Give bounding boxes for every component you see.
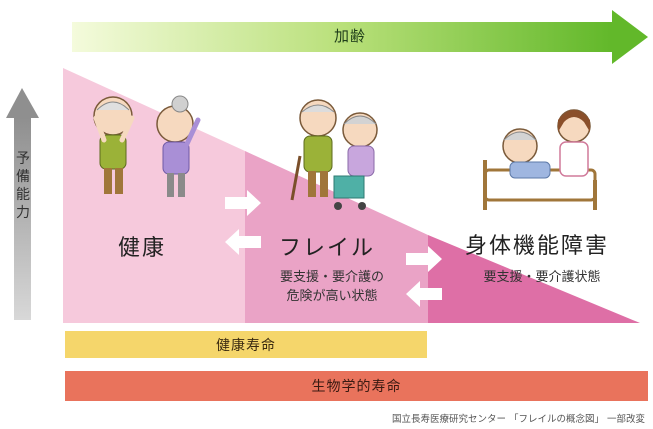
arrow-frailty-to-healthy xyxy=(225,229,261,255)
stage-frailty-subtitle: 要支援・要介護の 危険が高い状態 xyxy=(279,270,384,304)
arrow-healthy-to-frailty xyxy=(225,190,261,216)
healthy-zone xyxy=(63,68,245,323)
reserve-capacity-label: 予 備 能 力 xyxy=(16,151,30,221)
biological-life-expectancy-bar: 生物学的寿命 xyxy=(65,371,648,401)
healthy-life-expectancy-bar: 健康寿命 xyxy=(65,331,427,358)
biological-life-expectancy-label: 生物学的寿命 xyxy=(311,379,402,395)
stage-disability-title: 身体機能障害 xyxy=(465,234,610,259)
elderly-couple-exercising-icon xyxy=(93,95,201,197)
elderly-couple-with-cane-walker-icon xyxy=(290,99,378,210)
reserve-triangle xyxy=(63,68,640,323)
transition-arrows xyxy=(225,190,442,307)
reserve-capacity-arrow xyxy=(6,88,39,320)
source-credit: 国立長寿医療研究センター 「フレイルの概念図」 一部改変 xyxy=(391,414,645,425)
frailty-zone xyxy=(245,151,428,323)
stage-frailty-title: フレイル xyxy=(279,236,376,261)
disability-zone xyxy=(428,235,640,323)
aging-arrow xyxy=(72,10,648,64)
aging-label: 加齢 xyxy=(333,27,366,45)
healthy-life-expectancy-label: 健康寿命 xyxy=(216,337,276,354)
arrow-disability-to-frailty xyxy=(406,281,442,307)
caregiver-with-bedridden-patient-icon xyxy=(483,109,597,210)
arrow-frailty-to-disability xyxy=(406,246,442,272)
stage-healthy-title: 健康 xyxy=(118,236,167,261)
stage-disability-subtitle: 要支援・要介護状態 xyxy=(483,270,601,285)
